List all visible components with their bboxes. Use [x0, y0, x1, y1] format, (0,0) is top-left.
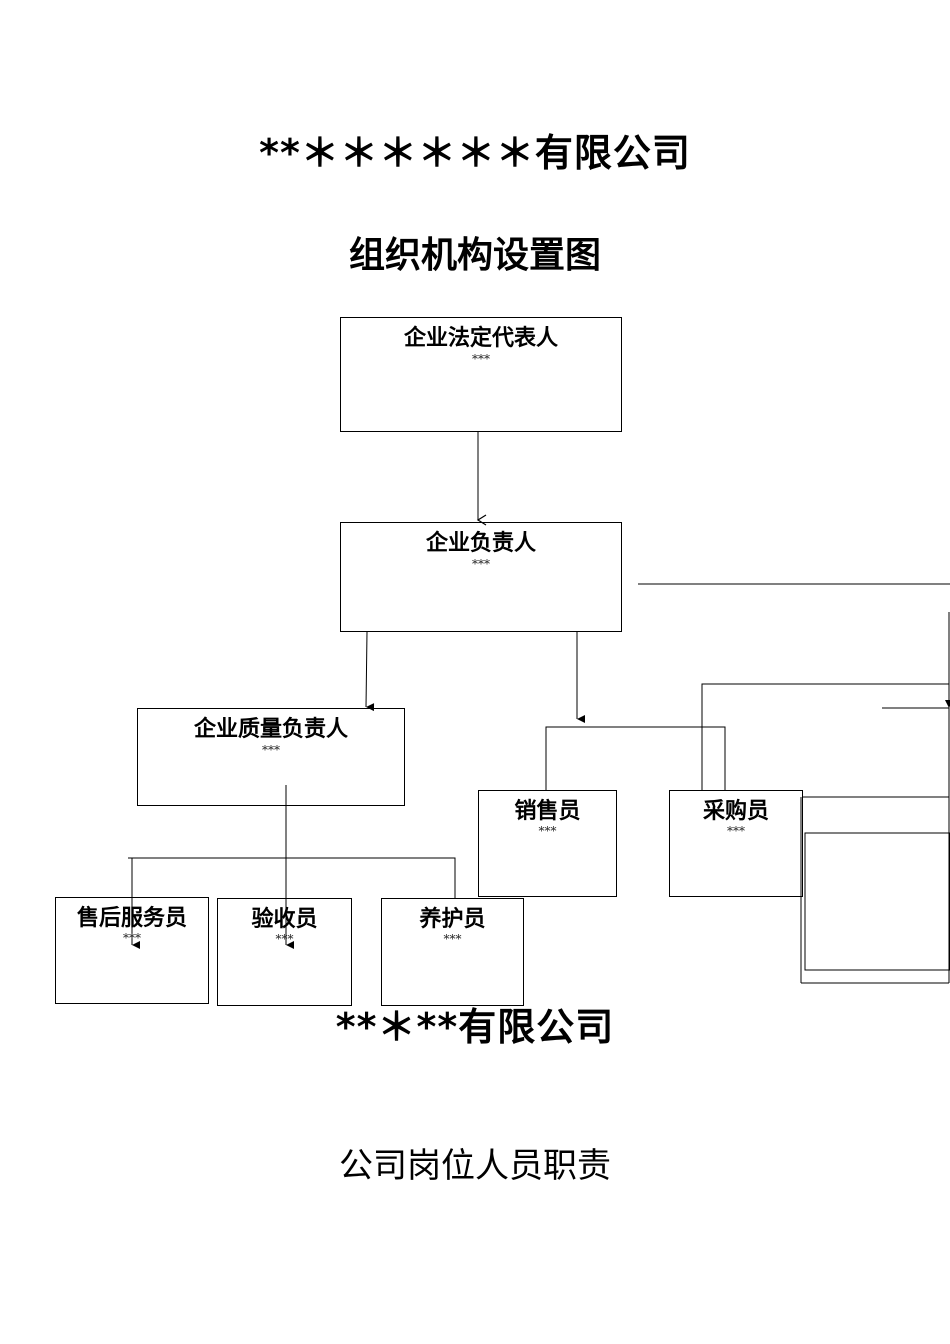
- role-label: 企业负责人: [425, 530, 536, 556]
- box-after-sales: 售后服务员 ***: [55, 897, 209, 1004]
- bracket-sales-purchase: [545, 726, 726, 790]
- role-label: 售后服务员: [76, 905, 187, 931]
- person-name: ***: [275, 932, 294, 946]
- role-label: 企业质量负责人: [193, 716, 348, 742]
- box-sales: 销售员 ***: [478, 790, 617, 897]
- org-chart-title: 组织机构设置图: [348, 235, 601, 276]
- person-name: ***: [472, 352, 490, 366]
- person-name: ***: [123, 931, 141, 945]
- bracket-staff: [128, 857, 456, 898]
- box-quality-manager: 企业质量负责人 ***: [137, 708, 405, 806]
- company-title: **＊＊＊＊＊＊有限公司: [259, 131, 691, 175]
- person-name: ***: [538, 824, 557, 838]
- connector-manager-to-quality: [365, 631, 375, 712]
- box-purchase: 采购员 ***: [669, 790, 803, 897]
- section-title: 公司岗位人员职责: [339, 1146, 611, 1186]
- person-name: ***: [727, 824, 745, 838]
- box-manager: 企业负责人 ***: [340, 522, 622, 632]
- empty-box-right: [804, 832, 950, 971]
- role-label: 验收员: [251, 906, 318, 932]
- person-name: ***: [472, 557, 490, 571]
- company-title-2: **＊**有限公司: [335, 1005, 615, 1049]
- box-maintenance: 养护员 ***: [381, 898, 524, 1006]
- person-name: ***: [262, 743, 280, 757]
- box-legal-representative: 企业法定代表人 ***: [340, 317, 622, 432]
- person-name: ***: [443, 932, 462, 946]
- role-label: 养护员: [419, 906, 486, 932]
- role-label: 销售员: [514, 798, 581, 824]
- role-label: 企业法定代表人: [403, 325, 558, 351]
- box-inspector: 验收员 ***: [217, 898, 352, 1006]
- role-label: 采购员: [702, 798, 769, 824]
- line-right-loop: [701, 683, 949, 790]
